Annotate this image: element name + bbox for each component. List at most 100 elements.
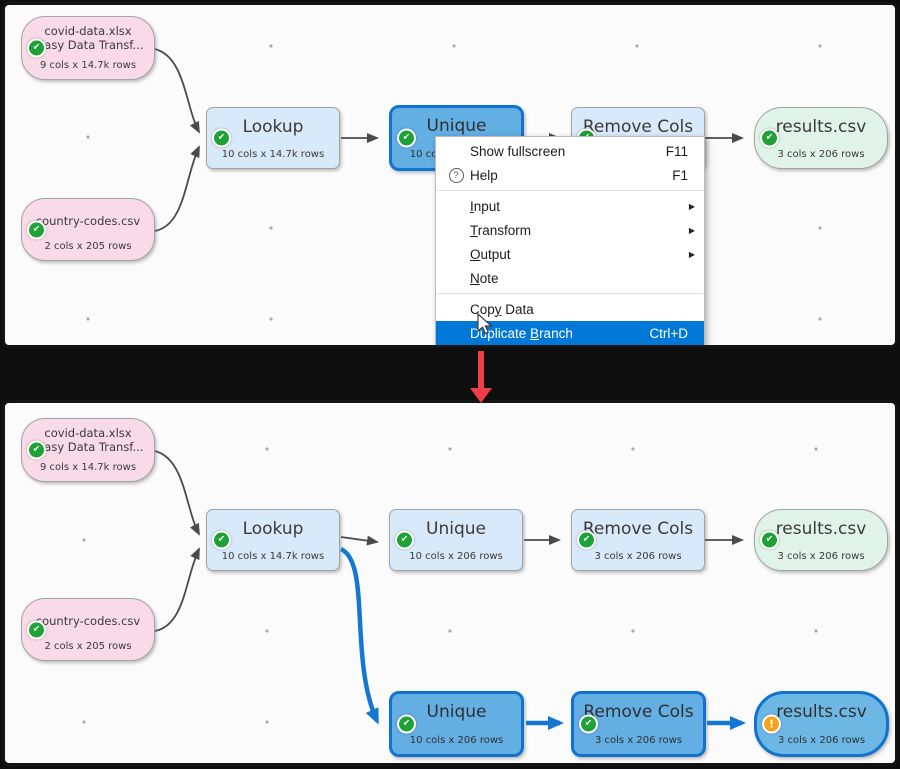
transition-arrow-stem xyxy=(478,351,484,389)
menu-item-zoom-selected[interactable]: Zoom Selected Ctrl+/ xyxy=(436,345,704,348)
node-stats: 3 cols x 206 rows xyxy=(594,551,682,562)
submenu-arrow-icon: ▶ xyxy=(688,201,695,211)
node-title: country-codes.csv xyxy=(35,614,141,628)
menu-item-label: Show fullscreen xyxy=(468,144,666,159)
node-unique-duplicate-selected[interactable]: ✔ Unique 10 cols x 206 rows xyxy=(389,691,524,757)
menu-item-output[interactable]: Output ▶ xyxy=(436,242,704,266)
menu-item-help[interactable]: ? Help F1 xyxy=(436,163,704,187)
menu-item-copy-data[interactable]: Copy Data xyxy=(436,297,704,321)
submenu-arrow-icon: ▶ xyxy=(688,225,695,235)
node-title: Lookup xyxy=(242,519,304,539)
label-post: nput xyxy=(473,198,501,214)
warning-icon: ! xyxy=(762,714,781,734)
node-title: Unique xyxy=(426,519,486,539)
menu-separator xyxy=(437,190,703,191)
node-title: results.csv xyxy=(775,117,867,137)
node-title: country-codes.csv xyxy=(35,214,141,228)
label-post: ote xyxy=(479,270,499,286)
transition-arrow-head xyxy=(470,388,492,403)
node-covid-data[interactable]: ✔ covid-data.xlsx [Easy Data Transf... 9… xyxy=(21,418,155,482)
flow-canvas-before[interactable]: ✔ covid-data.xlsx [Easy Data Transf... 9… xyxy=(2,2,898,348)
success-check-icon: ✔ xyxy=(395,530,414,550)
menu-item-shortcut: Ctrl+D xyxy=(649,325,688,341)
node-title: Remove Cols xyxy=(582,117,694,137)
success-check-icon: ✔ xyxy=(212,530,231,550)
success-check-icon: ✔ xyxy=(27,620,46,639)
menu-item-show-fullscreen[interactable]: Show fullscreen F11 xyxy=(436,139,704,163)
menu-item-label: Transform xyxy=(468,223,696,238)
connector-lookup-to-unique-duplicate xyxy=(339,546,380,725)
help-icon: ? xyxy=(444,167,468,183)
node-title: results.csv xyxy=(776,702,867,722)
success-check-icon: ✔ xyxy=(27,38,46,58)
node-title-line2: [Easy Data Transf... xyxy=(32,38,144,52)
node-title: Remove Cols xyxy=(582,519,694,539)
label-post: Data xyxy=(501,301,534,317)
menu-item-note[interactable]: Note xyxy=(436,266,704,290)
node-title: Remove Cols xyxy=(583,702,694,722)
node-stats: 9 cols x 14.7k rows xyxy=(39,462,137,473)
label-mnemonic: y xyxy=(494,301,502,317)
menu-item-label: Input xyxy=(468,199,696,214)
node-stats: 3 cols x 206 rows xyxy=(777,551,865,562)
node-stats: 9 cols x 14.7k rows xyxy=(39,60,137,71)
connector-country-to-lookup xyxy=(154,547,200,632)
success-check-icon: ✔ xyxy=(27,440,46,460)
label-post: utput xyxy=(480,246,511,262)
success-check-icon: ✔ xyxy=(397,714,416,734)
node-lookup[interactable]: ✔ Lookup 10 cols x 14.7k rows xyxy=(206,107,340,169)
success-check-icon: ✔ xyxy=(212,128,231,148)
mouse-cursor-icon xyxy=(477,313,493,335)
menu-item-input[interactable]: Input ▶ xyxy=(436,194,704,218)
menu-item-label: Output xyxy=(468,247,696,262)
menu-item-transform[interactable]: Transform ▶ xyxy=(436,218,704,242)
node-results[interactable]: ✔ results.csv 3 cols x 206 rows xyxy=(754,107,888,169)
menu-item-label: Copy Data xyxy=(468,302,696,317)
node-covid-data[interactable]: ✔ covid-data.xlsx [Easy Data Transf... 9… xyxy=(21,16,155,80)
submenu-arrow-icon: ▶ xyxy=(688,249,695,259)
node-lookup[interactable]: ✔ Lookup 10 cols x 14.7k rows xyxy=(206,509,340,571)
connectors-bottom xyxy=(154,450,746,730)
node-unique[interactable]: ✔ Unique 10 cols x 206 rows xyxy=(389,509,523,571)
label-post: ranch xyxy=(539,325,573,341)
node-title: Unique xyxy=(426,116,487,136)
label-mnemonic: N xyxy=(470,270,480,286)
node-stats: 2 cols x 205 rows xyxy=(44,241,132,252)
node-stats: 3 cols x 206 rows xyxy=(594,735,683,746)
node-country-codes[interactable]: ✔ country-codes.csv 2 cols x 205 rows xyxy=(21,598,155,661)
node-country-codes[interactable]: ✔ country-codes.csv 2 cols x 205 rows xyxy=(21,198,155,261)
label-mnemonic: I xyxy=(470,198,474,214)
node-title: Unique xyxy=(426,702,487,722)
menu-separator xyxy=(437,293,703,294)
node-remove-cols-duplicate-selected[interactable]: ✔ Remove Cols 3 cols x 206 rows xyxy=(571,691,706,757)
node-remove-cols[interactable]: ✔ Remove Cols 3 cols x 206 rows xyxy=(571,509,705,571)
node-results-duplicate-selected[interactable]: ! results.csv 3 cols x 206 rows xyxy=(754,691,889,757)
label-mnemonic: B xyxy=(530,325,540,341)
connector-covid-to-lookup xyxy=(154,48,200,134)
success-check-icon: ✔ xyxy=(760,530,779,550)
node-stats: 10 cols x 14.7k rows xyxy=(221,551,325,562)
success-check-icon: ✔ xyxy=(760,128,779,148)
node-stats: 3 cols x 206 rows xyxy=(777,735,866,746)
connector-country-to-lookup xyxy=(154,145,200,232)
node-stats: 10 cols x 206 rows xyxy=(409,551,503,562)
transition-arrow xyxy=(469,351,493,403)
menu-item-shortcut: F1 xyxy=(672,167,688,183)
node-title: results.csv xyxy=(775,519,867,539)
menu-item-label: Note xyxy=(468,271,696,286)
menu-item-shortcut: F11 xyxy=(665,143,688,159)
success-check-icon: ✔ xyxy=(27,220,46,239)
label-pre: Show fullscreen xyxy=(470,143,566,159)
menu-item-label: Help xyxy=(468,168,672,183)
node-title-line1: covid-data.xlsx xyxy=(44,24,132,38)
flow-canvas-after[interactable]: ✔ covid-data.xlsx [Easy Data Transf... 9… xyxy=(2,400,898,766)
question-circle-icon: ? xyxy=(448,167,464,183)
node-stats: 10 cols x 14.7k rows xyxy=(221,149,325,160)
node-title-line1: covid-data.xlsx xyxy=(44,426,132,440)
label-mnemonic: O xyxy=(470,246,481,262)
node-stats: 10 cols x 206 rows xyxy=(409,735,504,746)
node-results[interactable]: ✔ results.csv 3 cols x 206 rows xyxy=(754,509,888,571)
label-post: ransform xyxy=(477,222,532,238)
label-pre: Help xyxy=(470,167,498,183)
connector-covid-to-lookup xyxy=(154,450,200,536)
